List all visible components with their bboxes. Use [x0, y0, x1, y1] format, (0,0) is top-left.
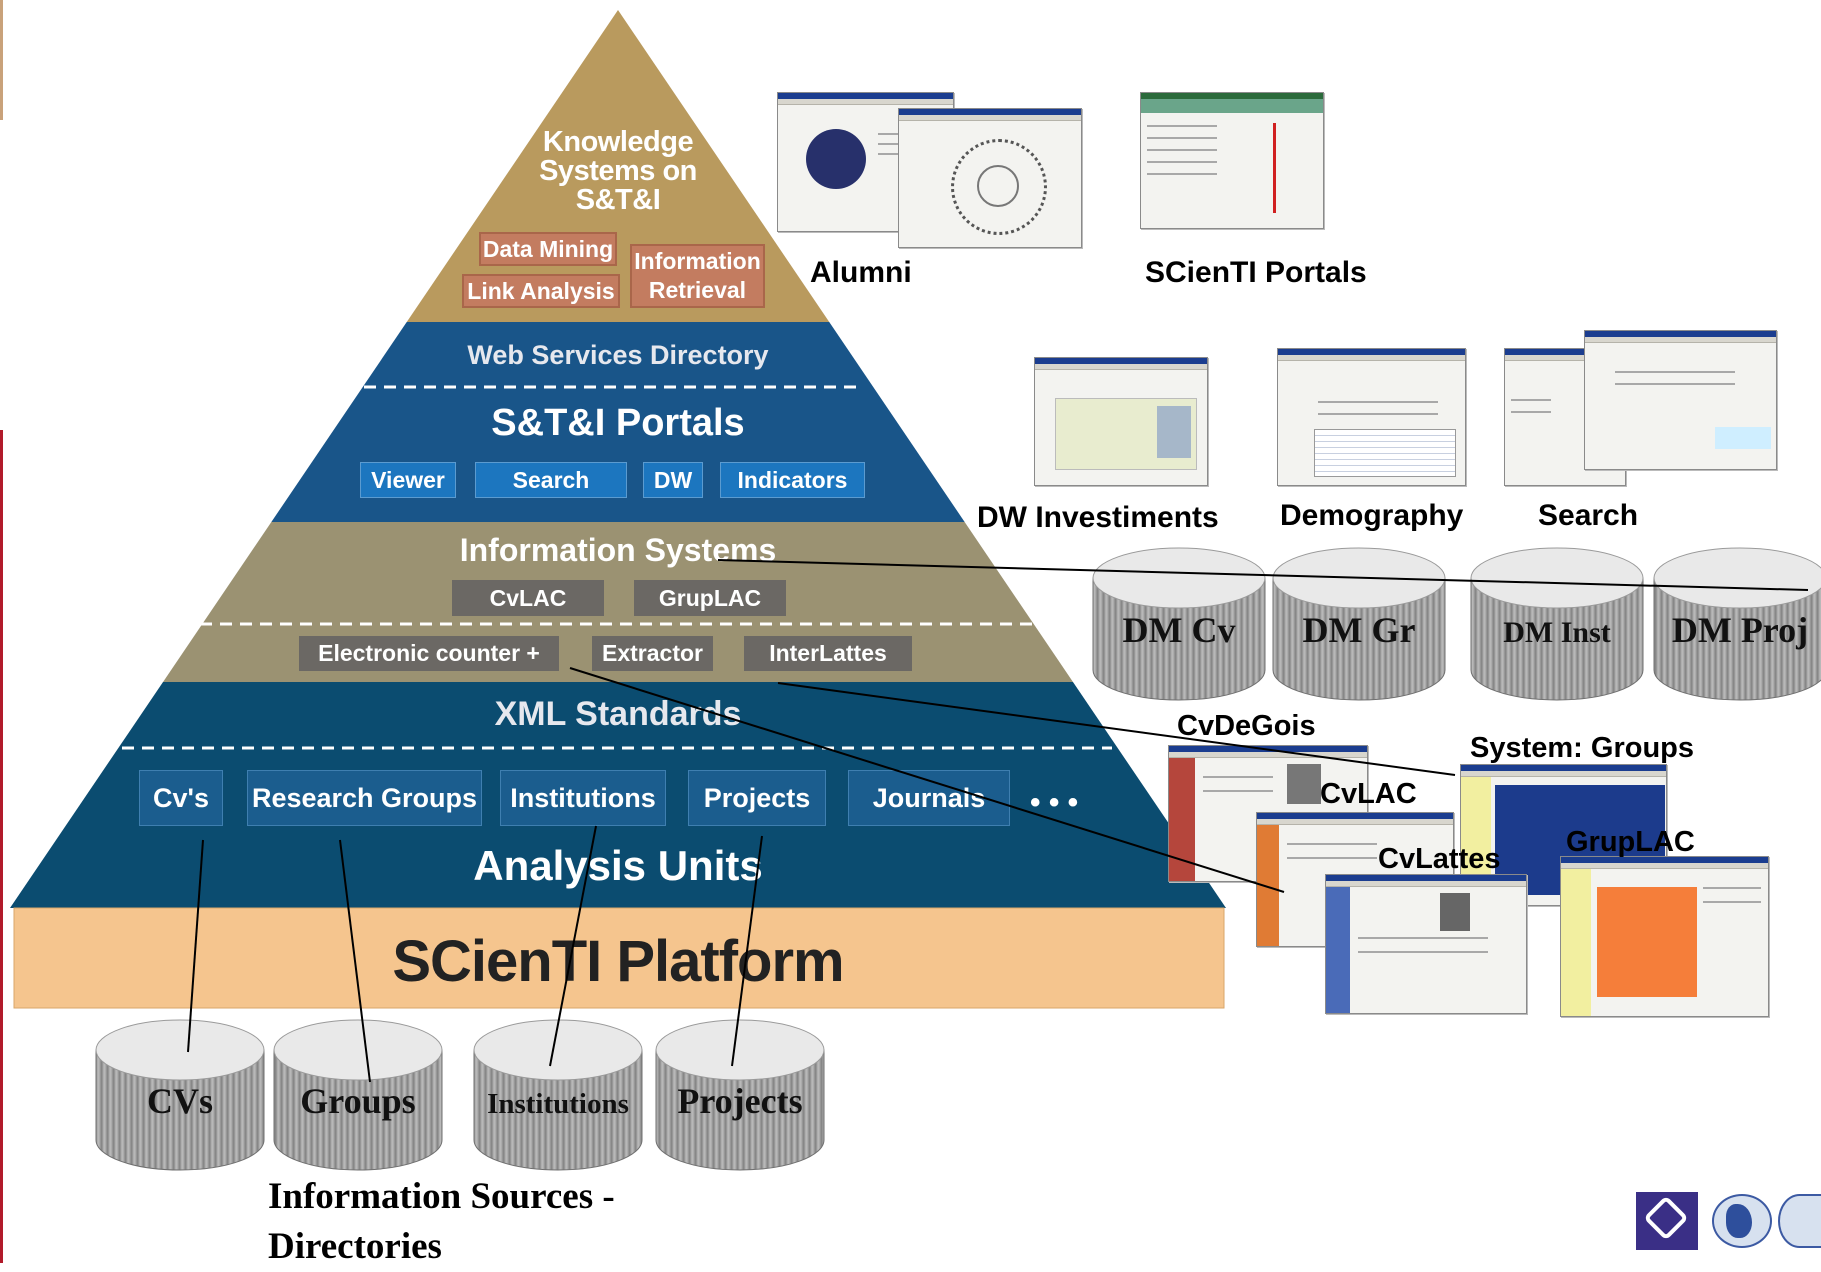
left-edge-accent [0, 0, 3, 120]
cvlac-box: CvLAC [452, 580, 604, 616]
cvdegois-caption: CvDeGois [1177, 710, 1316, 742]
unit-projects-box: Projects [688, 770, 826, 826]
unit-research-groups-box: Research Groups [247, 770, 482, 826]
interlattes-box: InterLattes [744, 636, 912, 671]
dw-investiments-screenshot [1034, 357, 1208, 486]
bvs-logo [1636, 1192, 1698, 1250]
dw-button[interactable]: DW [643, 462, 703, 498]
more-units-ellipsis: • • • [1030, 786, 1079, 819]
title-line: Systems on [539, 155, 697, 187]
web-services-directory-label: Web Services Directory [467, 340, 769, 370]
system-groups-caption: System: Groups [1470, 732, 1694, 764]
search-caption: Search [1538, 499, 1639, 532]
alumni-caption: Alumni [810, 256, 912, 289]
gruplac-box: GrupLAC [634, 580, 786, 616]
gruplac-caption: GrupLAC [1566, 826, 1695, 858]
indicators-button[interactable]: Indicators [720, 462, 865, 498]
knowledge-systems-title: Knowledge Systems on S&T&I [468, 128, 768, 215]
dw-investiments-caption: DW Investiments [977, 501, 1219, 534]
scienti-portals-screenshot [1140, 92, 1324, 229]
extractor-box: Extractor [592, 636, 713, 671]
information-systems-label: Information Systems [459, 532, 777, 568]
scienti-portals-caption: SCienTI Portals [1145, 256, 1367, 289]
demography-screenshot [1277, 348, 1466, 486]
demography-caption: Demography [1280, 499, 1464, 532]
cvlattes-screenshot [1325, 874, 1527, 1014]
who-logo [1778, 1194, 1821, 1248]
platform-label: SCienTI Platform [392, 929, 844, 994]
electronic-counter-box: Electronic counter + [299, 636, 559, 671]
unit-journals-box: Journals [848, 770, 1010, 826]
cvlac-caption: CvLAC [1320, 778, 1417, 810]
left-edge-accent-red [0, 430, 3, 1263]
bireme-logo [1712, 1194, 1772, 1248]
link-analysis-box: Link Analysis [462, 274, 620, 308]
sources-caption-line: Directories [268, 1226, 442, 1267]
platform-base [13, 907, 1225, 1009]
search-screenshot-front [1584, 330, 1777, 470]
information-retrieval-box: Information Retrieval [630, 244, 765, 308]
analysis-units-label: Analysis Units [473, 842, 763, 889]
cvlattes-caption: CvLattes [1378, 843, 1501, 875]
unit-cvs-box: Cv's [139, 770, 223, 826]
sources-caption: Information Sources - Directories [268, 1172, 615, 1272]
data-mining-box: Data Mining [479, 232, 617, 266]
search-button[interactable]: Search [475, 462, 627, 498]
viewer-button[interactable]: Viewer [360, 462, 456, 498]
xml-standards-label: XML Standards [494, 695, 742, 733]
title-line: Knowledge [542, 126, 694, 158]
portals-label: S&T&I Portals [491, 402, 745, 444]
gruplac-screenshot [1560, 856, 1769, 1017]
alumni-network-screenshot [898, 108, 1082, 248]
sources-caption-line: Information Sources - [268, 1176, 615, 1217]
title-line: S&T&I [575, 184, 661, 216]
unit-institutions-box: Institutions [500, 770, 666, 826]
